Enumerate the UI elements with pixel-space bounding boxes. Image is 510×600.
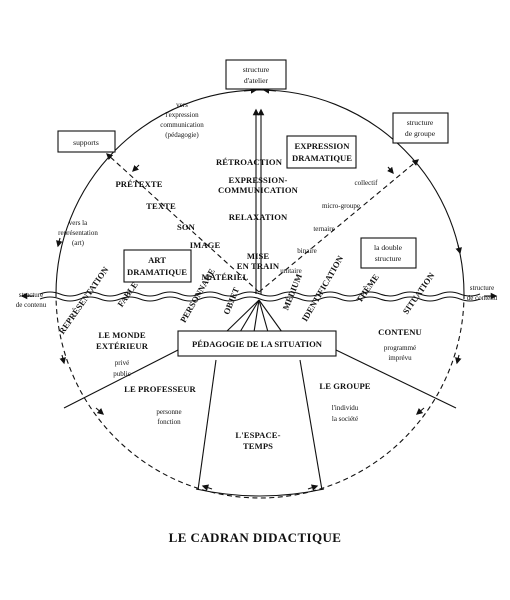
- box-double-line-2: structure: [375, 254, 402, 263]
- label-programme: programmé: [384, 344, 416, 352]
- structure-contenu-left-line-1: structure: [19, 291, 44, 299]
- box-supports: supports: [57, 130, 116, 153]
- label-en-train: EN TRAIN: [237, 261, 280, 271]
- label-retroaction: RÉTROACTION: [216, 157, 283, 167]
- label-communication: COMMUNICATION: [218, 185, 299, 195]
- label-personne: personne: [156, 408, 181, 416]
- label-public: public: [113, 370, 131, 378]
- left-axis-labels: PRÉTEXTE TEXTE SON IMAGE MATÉRIEL: [115, 179, 248, 282]
- label-image: IMAGE: [190, 240, 221, 250]
- label-son: SON: [177, 222, 196, 232]
- box-expression-line-1: EXPRESSION: [295, 141, 351, 151]
- sector-labels: LE MONDE EXTÉRIEUR privé public CONTENU …: [96, 327, 422, 451]
- label-contenu: CONTENU: [378, 327, 422, 337]
- convergence-lines: [225, 299, 283, 333]
- structure-contenu-right-line-1: structure: [470, 284, 495, 292]
- label-binaire: binaire: [297, 247, 316, 255]
- label-prive: privé: [115, 359, 129, 367]
- label-identification: IDENTIFICATION: [299, 253, 345, 323]
- structure-contenu-right-line-2: de contenu: [467, 294, 498, 302]
- vers-expression-line-4: (pédagogie): [165, 131, 199, 139]
- label-situation: SITUATION: [401, 270, 437, 316]
- outer-circle: [55, 89, 465, 499]
- label-materiel: MATÉRIEL: [202, 272, 249, 282]
- outer-labels: vers l'expression communication (pédagog…: [16, 101, 498, 309]
- label-medium: MÉDIUM: [280, 272, 304, 311]
- box-groupe: structure de groupe: [392, 112, 449, 144]
- label-espace: L'ESPACE-: [235, 430, 280, 440]
- box-art-line-1: ART: [148, 255, 166, 265]
- label-individu: l'individu: [332, 404, 359, 412]
- label-unitaire: unitaire: [280, 267, 301, 275]
- box-groupe-line-1: structure: [407, 118, 434, 127]
- box-art: ART DRAMATIQUE: [123, 249, 192, 283]
- label-professeur: LE PROFESSEUR: [124, 384, 196, 394]
- label-imprevu: imprévu: [388, 354, 412, 362]
- label-micro-groupe: micro-groupe: [322, 202, 360, 210]
- vers-representation-line-2: représentation: [58, 229, 98, 237]
- label-monde-2: EXTÉRIEUR: [96, 341, 149, 351]
- horizon-wave: [20, 291, 498, 302]
- label-texte: TEXTE: [146, 201, 176, 211]
- vers-expression-line-3: communication: [160, 121, 204, 129]
- label-ternaire: ternaire: [313, 225, 334, 233]
- label-fonction: fonction: [157, 418, 181, 426]
- vers-expression-line-1: vers: [176, 101, 188, 109]
- diagram-title: LE CADRAN DIDACTIQUE: [168, 530, 342, 545]
- box-double-line-1: la double: [374, 243, 403, 252]
- structure-contenu-left-line-2: de contenu: [16, 301, 47, 309]
- box-art-line-2: DRAMATIQUE: [127, 267, 187, 277]
- label-monde-1: LE MONDE: [98, 330, 146, 340]
- circle-arrows: [56, 87, 462, 491]
- label-mise: MISE: [247, 251, 270, 261]
- right-axis-labels: collectif micro-groupe ternaire binaire …: [280, 179, 378, 275]
- label-groupe: LE GROUPE: [319, 381, 370, 391]
- box-expression-line-2: DRAMATIQUE: [292, 153, 352, 163]
- box-atelier-line-1: structure: [243, 65, 270, 74]
- vertical-axis-labels: RÉTROACTION EXPRESSION- COMMUNICATION RE…: [216, 157, 299, 271]
- box-pedagogie: PÉDAGOGIE DE LA SITUATION: [177, 330, 337, 357]
- box-groupe-line-2: de groupe: [405, 129, 436, 138]
- vertical-axis: [252, 108, 265, 294]
- box-expression: EXPRESSION DRAMATIQUE: [286, 135, 357, 169]
- label-societe: la société: [332, 415, 358, 423]
- sector-lines: [63, 349, 457, 491]
- label-theme: THÈME: [354, 272, 381, 304]
- box-atelier-line-2: d'atelier: [244, 76, 269, 85]
- box-atelier: structure d'atelier: [225, 59, 287, 90]
- label-relaxation: RELAXATION: [229, 212, 288, 222]
- box-pedagogie-label: PÉDAGOGIE DE LA SITUATION: [192, 339, 323, 349]
- vers-expression-line-2: l'expression: [165, 111, 199, 119]
- box-double: la double structure: [360, 237, 417, 269]
- diagonal-axes: [106, 153, 420, 293]
- label-temps: TEMPS: [243, 441, 273, 451]
- label-collectif: collectif: [355, 179, 379, 187]
- vers-representation-line-1: vers la: [69, 219, 88, 227]
- box-supports-label: supports: [73, 138, 99, 147]
- label-expression: EXPRESSION-: [229, 175, 288, 185]
- vers-representation-line-3: (art): [72, 239, 85, 247]
- label-pretexte: PRÉTEXTE: [115, 179, 162, 189]
